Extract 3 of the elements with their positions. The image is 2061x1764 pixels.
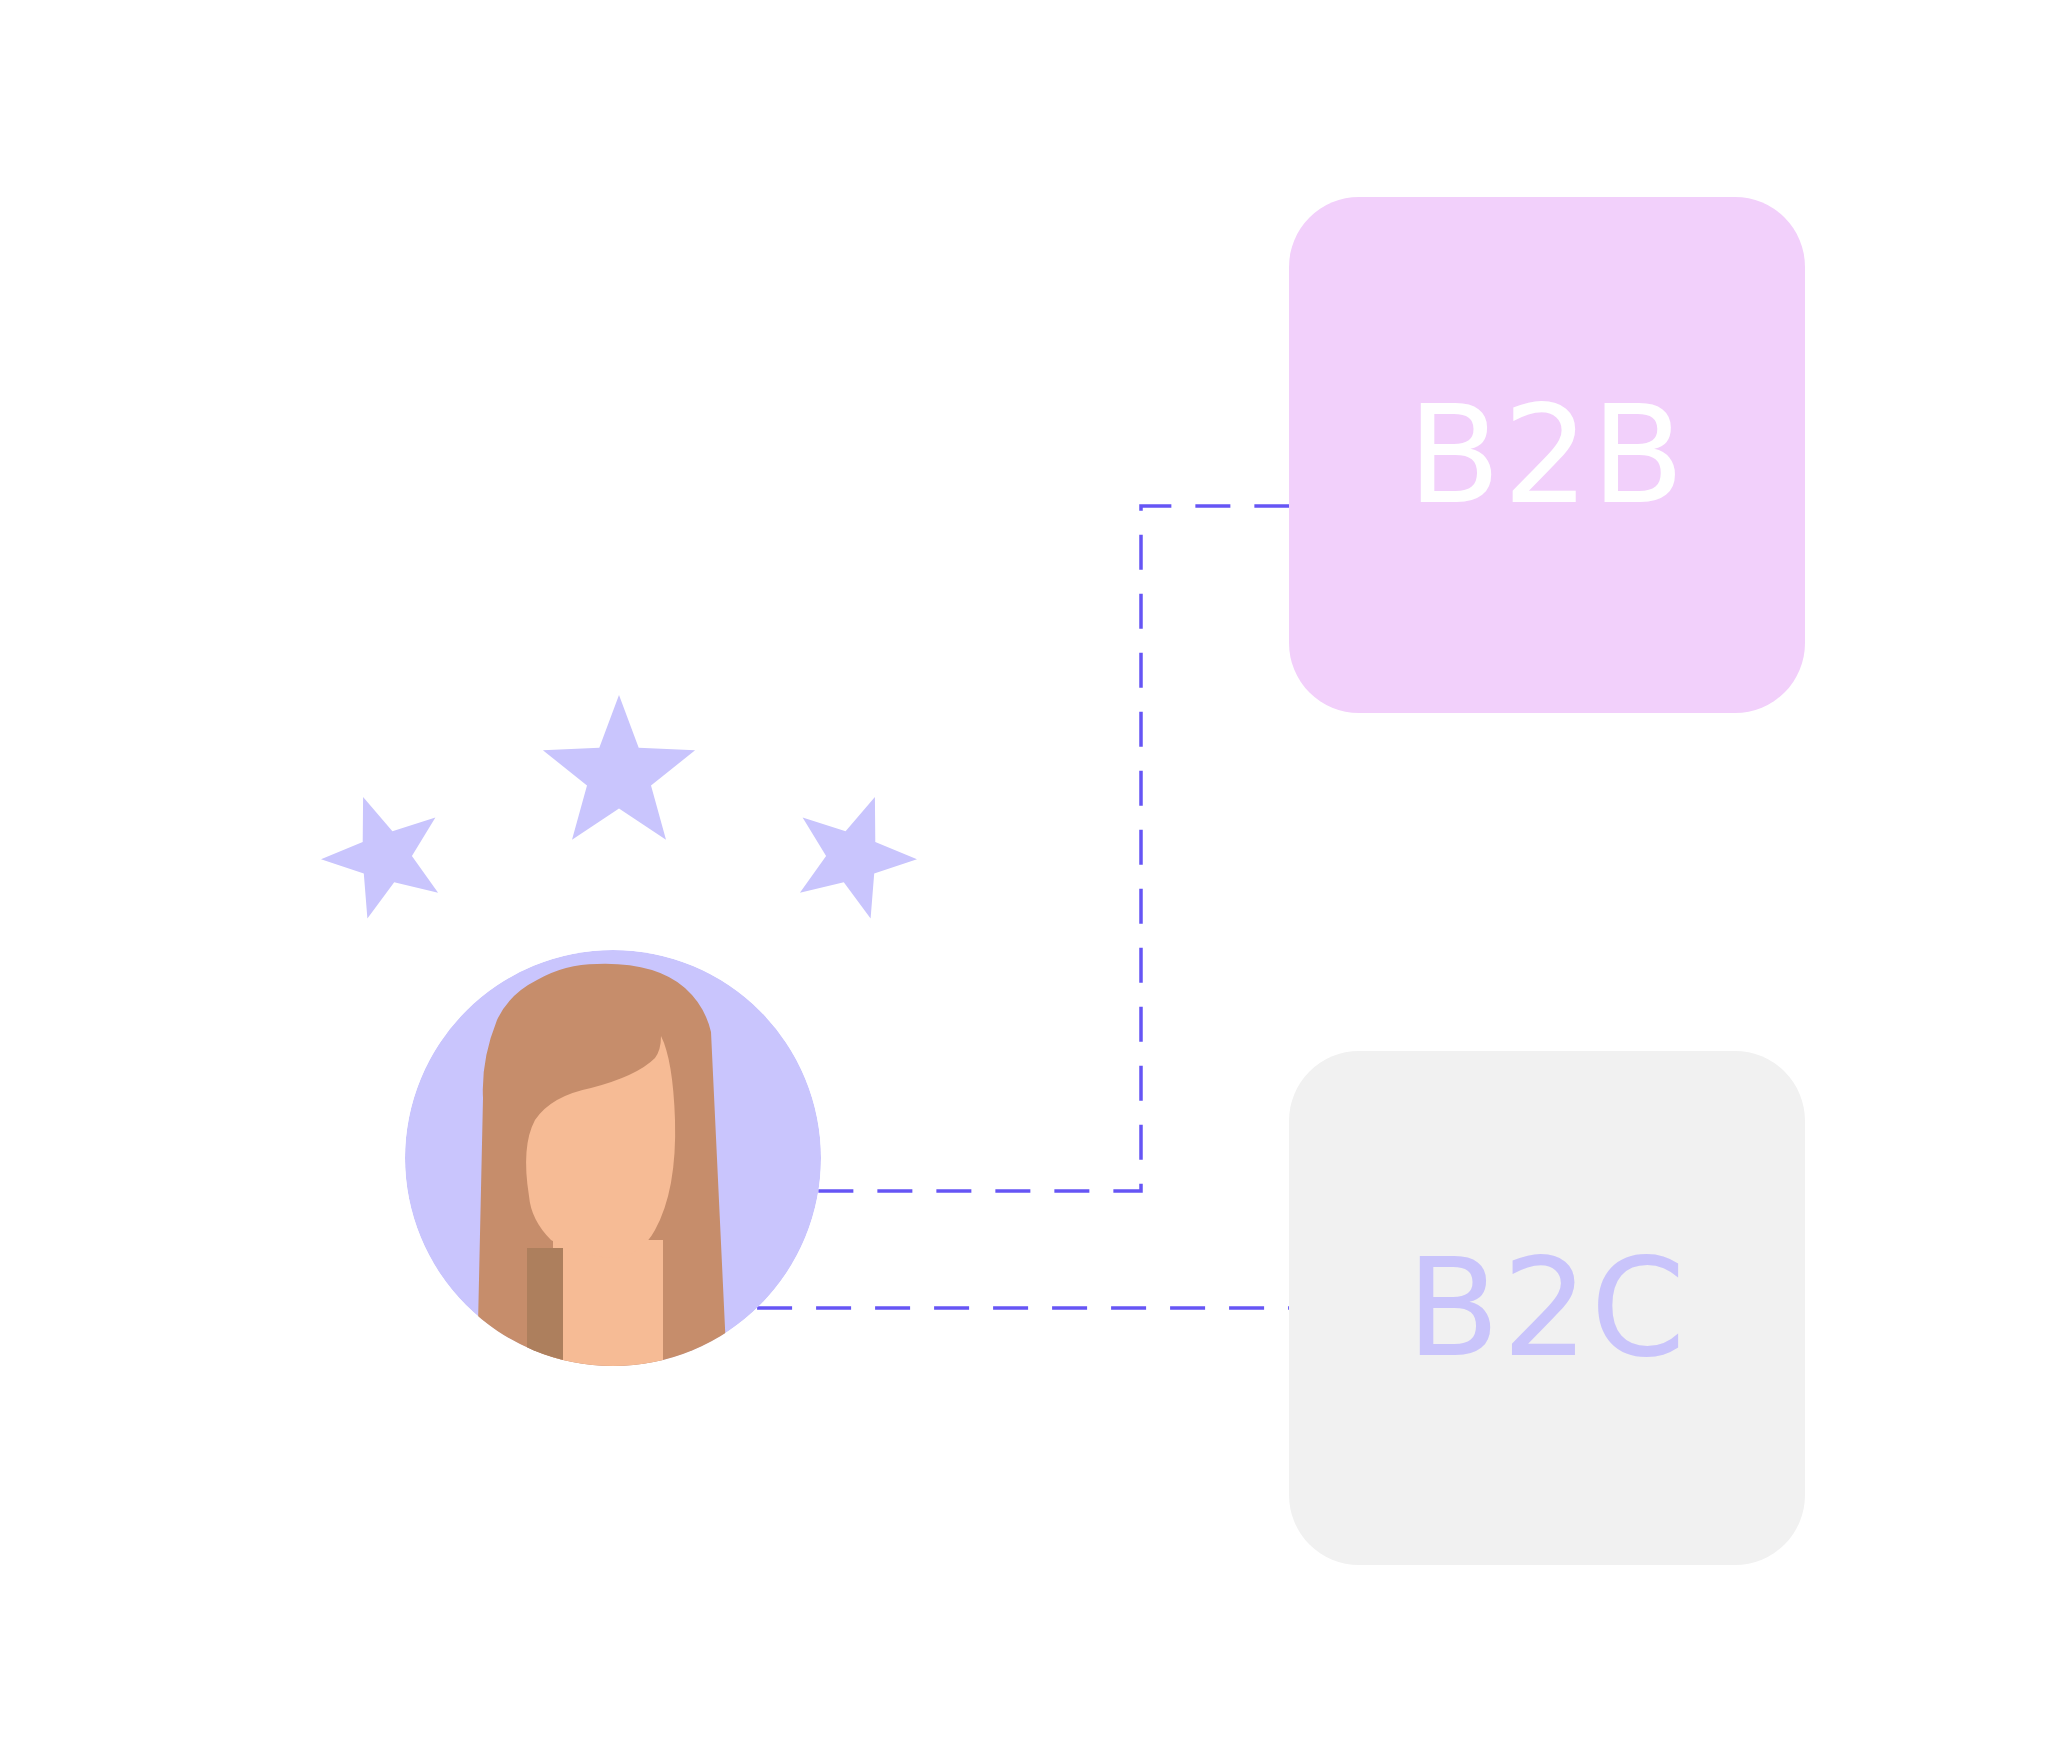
dashed-connector (818, 504, 1289, 1193)
b2c-card (1289, 1051, 1805, 1565)
b2b-card (1289, 197, 1805, 713)
